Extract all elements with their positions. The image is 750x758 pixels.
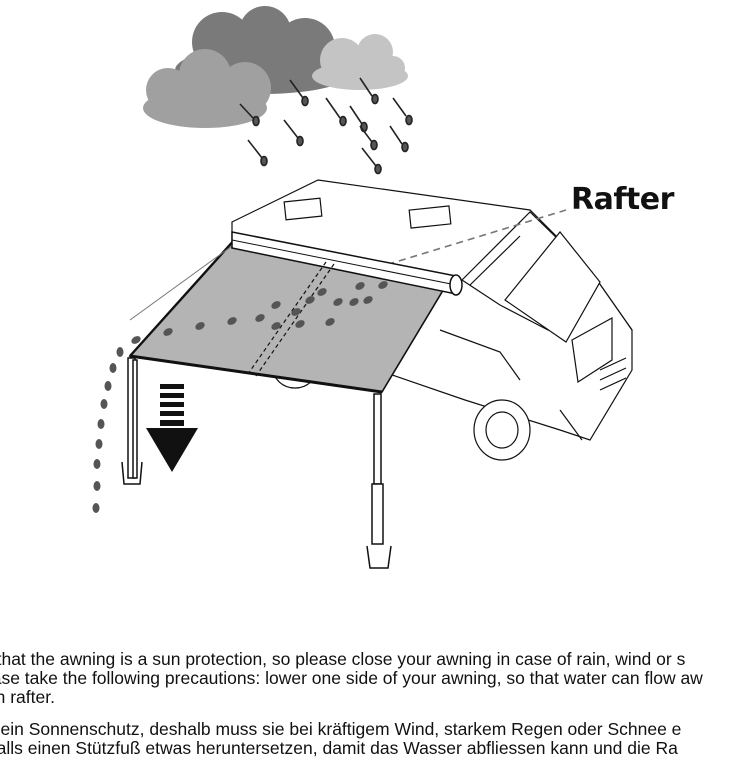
- caption-german-line-2: nfalls einen Stützfuß etwas heruntersetz…: [0, 738, 678, 758]
- awning-rain-illustration: [92, 6, 633, 569]
- runoff-drops: [92, 347, 124, 513]
- caption-english-line-1: u that the awning is a sun protection, s…: [0, 649, 686, 669]
- caption-german-line-1: st ein Sonnenschutz, deshalb muss sie be…: [0, 719, 682, 739]
- down-arrow-icon: [146, 384, 198, 472]
- rafter-label: Rafter: [571, 182, 674, 217]
- rain-cloud-icon: [143, 6, 408, 128]
- rain-drops: [239, 77, 413, 175]
- awning: [128, 231, 463, 394]
- canopy-water-drops: [131, 281, 388, 344]
- caption-english-line-3: ion rafter.: [0, 687, 55, 707]
- caption-english-line-2: ease take the following precautions: low…: [0, 668, 703, 688]
- support-legs: [121, 357, 392, 569]
